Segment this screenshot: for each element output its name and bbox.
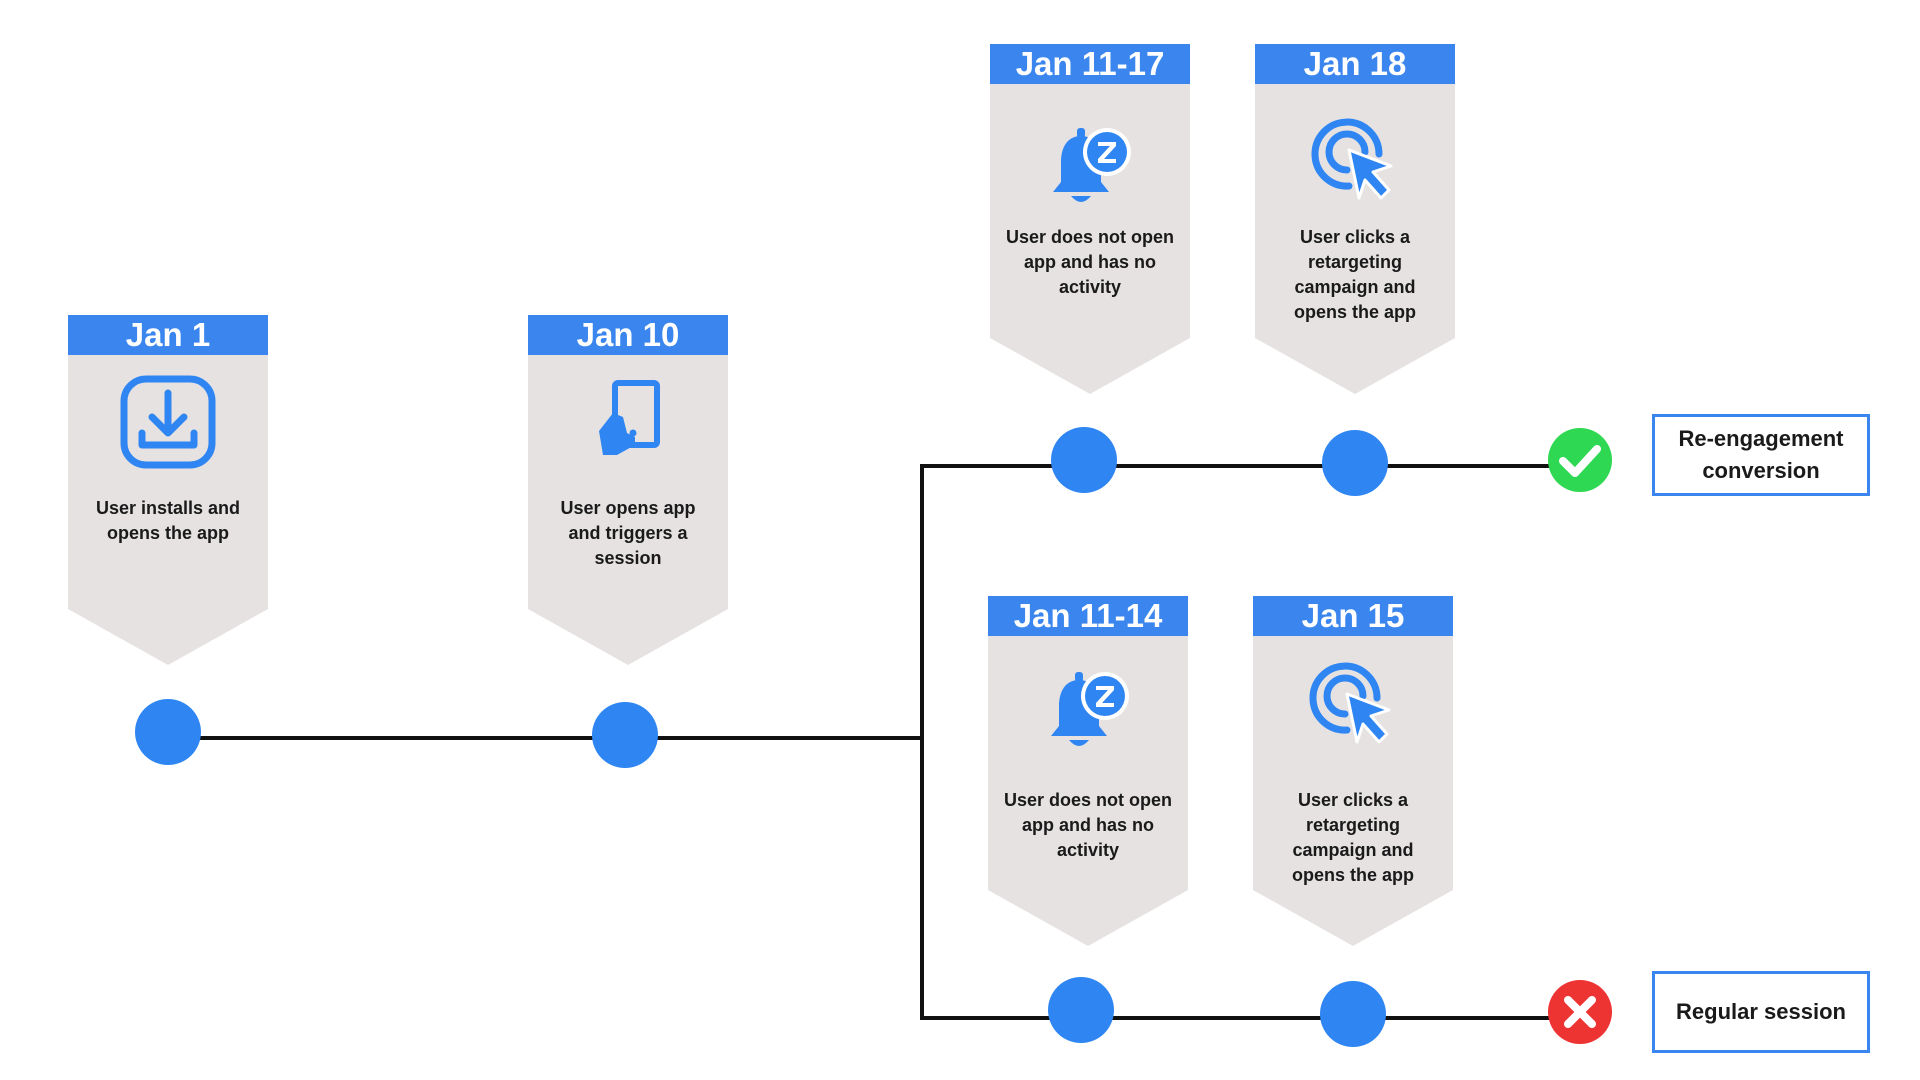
download-icon [120, 375, 216, 474]
event-card-retarget-lower: Jan 15 User clicks a retargeting campaig… [1253, 596, 1453, 946]
cross-icon [1547, 979, 1613, 1045]
card-description: User clicks a retargeting campaign and o… [1293, 227, 1416, 322]
card-description: User does not open app and has no activi… [1003, 790, 1173, 860]
card-date: Jan 10 [528, 315, 728, 355]
card-date: Jan 15 [1253, 596, 1453, 636]
outcome-regular-session: Regular session [1652, 971, 1870, 1053]
card-description: User clicks a retargeting campaign and o… [1291, 790, 1414, 885]
timeline-node [1322, 430, 1388, 496]
event-card-retarget-upper: Jan 18 User clicks a retargeting campaig… [1255, 44, 1455, 394]
card-description: User does not open app and has no activi… [1005, 227, 1175, 297]
card-date: Jan 11-14 [988, 596, 1188, 636]
tablet-tap-icon [593, 379, 663, 464]
sleeping-bell-icon [1045, 126, 1135, 217]
outcome-reengagement: Re-engagement conversion [1652, 414, 1870, 496]
event-card-inactive-lower: Jan 11-14 User does not open app and has… [988, 596, 1188, 946]
timeline-node [135, 699, 201, 765]
timeline-node [1051, 427, 1117, 493]
card-date: Jan 1 [68, 315, 268, 355]
card-pennant [1255, 44, 1455, 394]
sleeping-bell-icon [1043, 670, 1133, 761]
card-description: User installs and opens the app [95, 498, 241, 543]
card-date: Jan 11-17 [990, 44, 1190, 84]
event-card-install: Jan 1 User installs and opens the app [68, 315, 268, 665]
click-target-icon [1307, 658, 1399, 755]
card-date: Jan 18 [1255, 44, 1455, 84]
timeline-node [592, 702, 658, 768]
card-pennant [990, 44, 1190, 394]
checkmark-icon [1547, 427, 1613, 493]
event-card-session: Jan 10 User opens app and triggers a ses… [528, 315, 728, 665]
card-pennant [528, 315, 728, 665]
timeline-node [1048, 977, 1114, 1043]
click-target-icon [1309, 114, 1401, 211]
card-description: User opens app and triggers a session [560, 498, 696, 568]
event-card-inactive-upper: Jan 11-17 User does not open app and has… [990, 44, 1190, 394]
card-pennant [988, 596, 1188, 946]
card-pennant [68, 315, 268, 665]
timeline-node [1320, 981, 1386, 1047]
card-pennant [1253, 596, 1453, 946]
